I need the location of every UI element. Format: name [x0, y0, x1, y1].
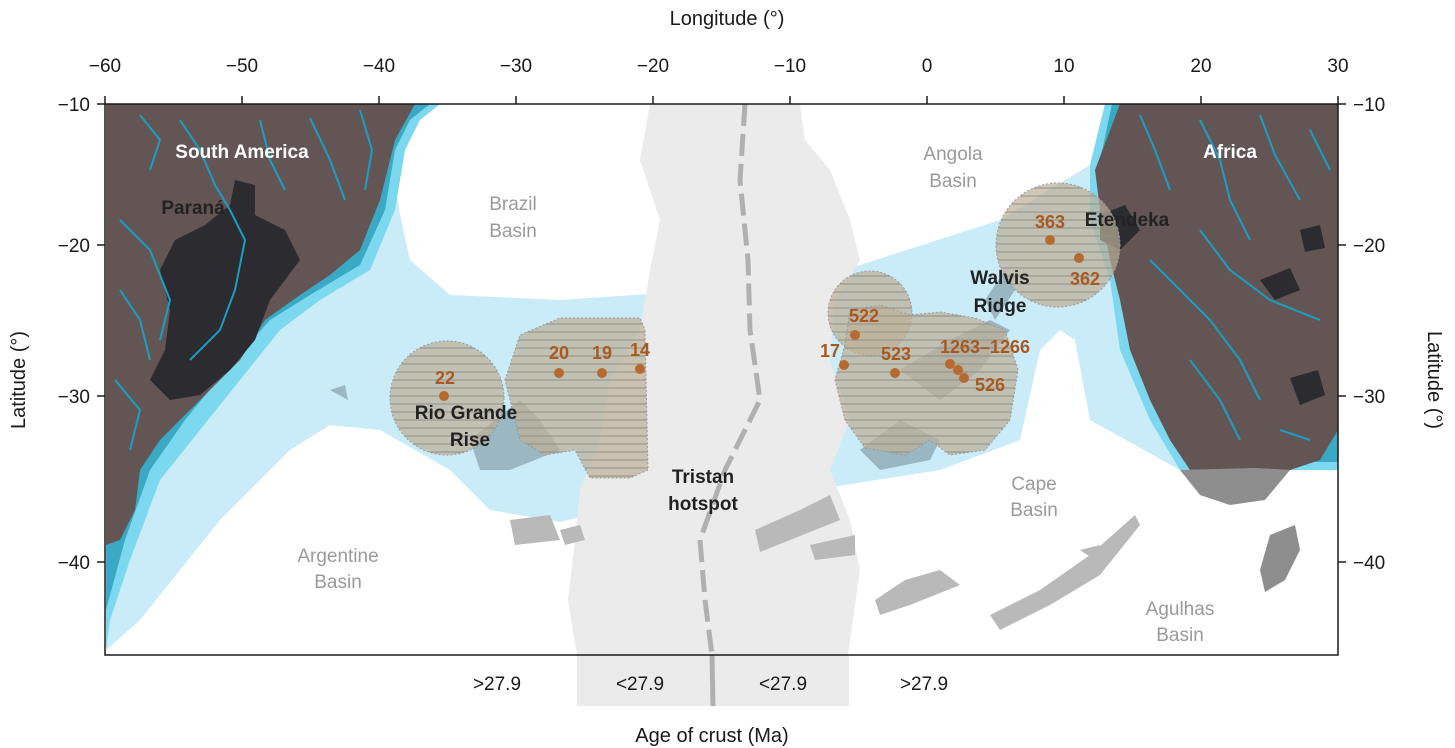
area-523-526 [834, 304, 1019, 456]
angola-basin-label-1: Angola [923, 144, 983, 165]
site-label: 523 [881, 344, 911, 364]
walvis-label-2: Ridge [974, 296, 1027, 317]
site-label: 20 [549, 343, 569, 363]
lat-tick-labels-left: −10 −20 −30 −40 [58, 95, 90, 574]
lat-tick: −30 [58, 387, 90, 408]
age-labels: >27.9 <27.9 <27.9 >27.9 [473, 674, 948, 695]
site-label: 22 [435, 368, 455, 388]
lat-tick: −40 [1353, 553, 1385, 574]
tristan-label-2: hotspot [668, 494, 738, 515]
area-363-362 [995, 182, 1121, 308]
latitude-title-right: Latitude (°) [1423, 331, 1445, 429]
argentine-basin-label-1: Argentine [297, 546, 378, 567]
lon-tick-labels: −60 −50 −40 −30 −20 −10 0 10 20 30 [89, 56, 1349, 77]
lon-tick: 30 [1327, 56, 1348, 77]
madagascar [1260, 525, 1300, 592]
angola-basin-label-2: Basin [929, 171, 977, 192]
lon-tick: 20 [1190, 56, 1211, 77]
map-frame [104, 103, 1339, 656]
africa-basalt-3 [1300, 225, 1325, 252]
latitude-title-left: Latitude (°) [8, 331, 30, 429]
tick-marks [97, 96, 1346, 563]
cape-basin-label-1: Cape [1011, 474, 1056, 495]
age-label: <27.9 [616, 674, 664, 695]
brazil-basin-label-2: Basin [489, 221, 537, 242]
site-label: 14 [630, 340, 650, 360]
age-label: >27.9 [473, 674, 521, 695]
rivers [114, 109, 1331, 451]
lon-tick: −10 [774, 56, 806, 77]
agulhas-basin-label-2: Basin [1156, 625, 1204, 646]
lat-tick: −10 [58, 95, 90, 116]
lat-tick-labels-right: −10 −20 −30 −40 [1353, 95, 1385, 574]
site-label: 1263–1266 [940, 337, 1030, 357]
rio-grande-label-1: Rio Grande [415, 403, 517, 424]
site-label: 362 [1070, 269, 1100, 289]
brazil-basin-label-1: Brazil [489, 194, 537, 215]
lon-tick: −20 [637, 56, 669, 77]
africa-land [1095, 104, 1338, 475]
parana-basalt [150, 180, 300, 400]
longitude-title: Longitude (°) [670, 8, 785, 30]
lat-tick: −10 [1353, 95, 1385, 116]
africa-label: Africa [1203, 142, 1257, 163]
lat-tick: −30 [1353, 387, 1385, 408]
lon-tick: −60 [89, 56, 121, 77]
lon-tick: 0 [922, 56, 933, 77]
rio-grande-label-2: Rise [450, 430, 490, 451]
africa-basalt-2 [1290, 370, 1325, 405]
age-label: >27.9 [900, 674, 948, 695]
walvis-label-1: Walvis [970, 268, 1030, 289]
site-label: 363 [1035, 212, 1065, 232]
africa-tip [1180, 468, 1290, 505]
africa-basalt-1 [1260, 268, 1300, 300]
lon-tick: −40 [363, 56, 395, 77]
lat-tick: −40 [58, 553, 90, 574]
agulhas-basin-label-1: Agulhas [1146, 599, 1215, 620]
age-title: Age of crust (Ma) [635, 725, 788, 747]
lon-tick: 10 [1053, 56, 1074, 77]
lon-tick: −30 [500, 56, 532, 77]
age-label: <27.9 [759, 674, 807, 695]
etendeka-label: Etendeka [1085, 210, 1170, 231]
ridge-axis [697, 104, 763, 655]
lon-tick: −50 [226, 56, 258, 77]
site-label: 522 [849, 306, 879, 326]
fracture-fragments [510, 495, 1140, 630]
parana-label: Paraná [161, 198, 225, 219]
south-america-label: South America [175, 142, 309, 163]
lat-tick: −20 [58, 236, 90, 257]
tristan-label-1: Tristan [672, 467, 734, 488]
study-areas [389, 182, 1121, 479]
site-label: 17 [820, 341, 840, 361]
area-20-19-14 [504, 317, 649, 479]
site-label: 526 [975, 375, 1005, 395]
cape-basin-label-2: Basin [1010, 500, 1058, 521]
argentine-basin-label-2: Basin [314, 572, 362, 593]
site-dots [439, 235, 1084, 401]
site-labels: 22 20 19 14 17 522 523 1263–1266 526 363… [435, 212, 1100, 395]
map-body [106, 104, 1338, 655]
crust-age-band [577, 654, 849, 707]
site-label: 19 [592, 343, 612, 363]
lat-tick: −20 [1353, 236, 1385, 257]
